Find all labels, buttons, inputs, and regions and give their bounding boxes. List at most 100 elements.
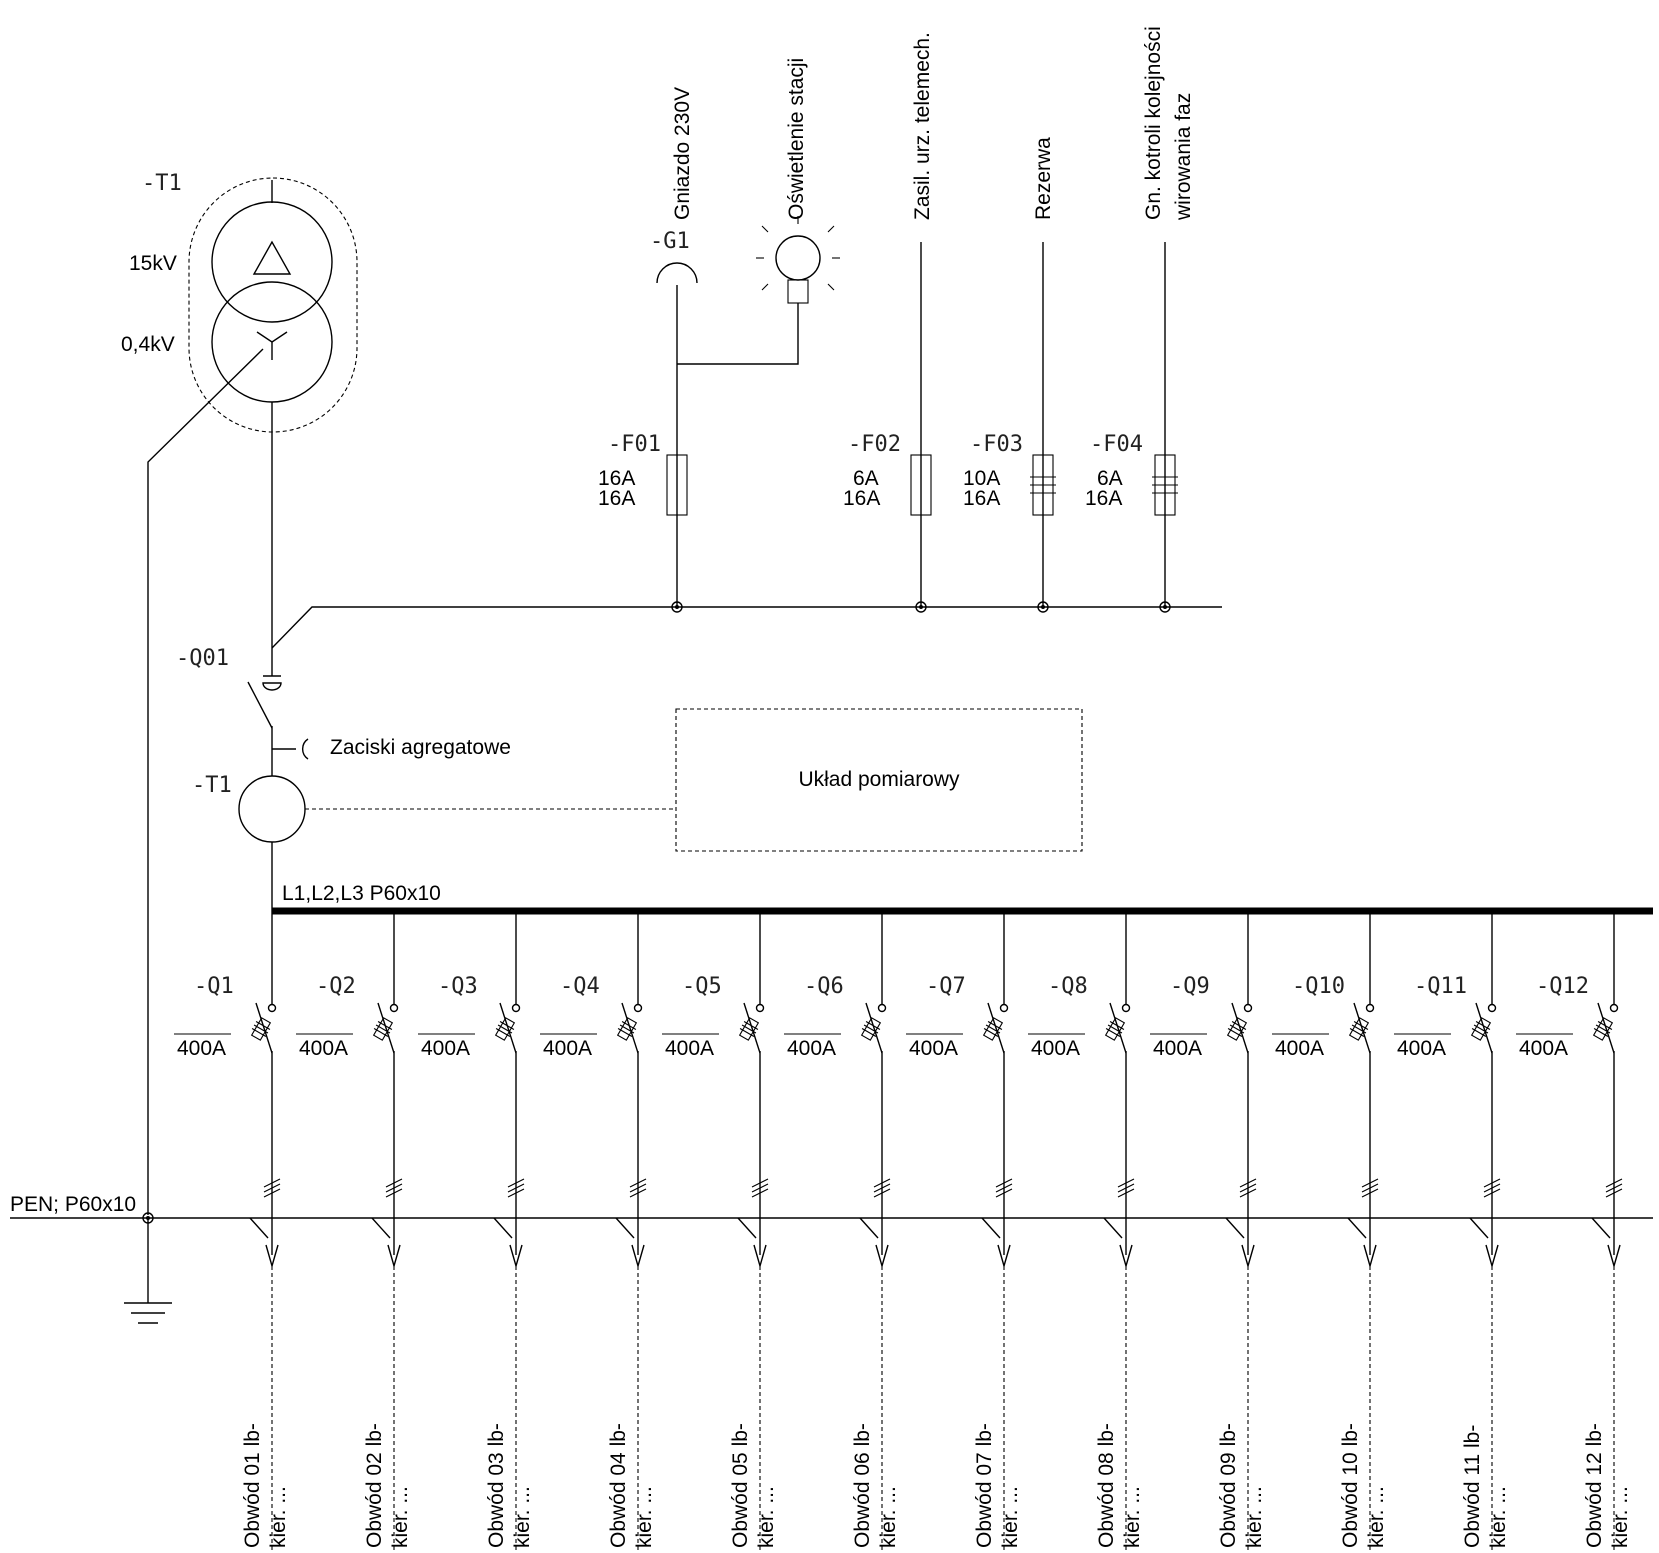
- feeder-rating: 400A: [1031, 1037, 1080, 1060]
- phase-socket-label-line1: Gn. kotroli kolejności: [1142, 26, 1165, 220]
- metering-unit-box: [675, 708, 1083, 852]
- switch-disconnector-blade: [621, 1002, 639, 1054]
- fuse-rating-2: 16A: [843, 487, 880, 510]
- fuse-code: -F03: [970, 432, 1023, 457]
- fuse-rating-1: 10A: [963, 467, 1000, 490]
- fuse-icon: [666, 454, 688, 516]
- fuse-switch-icon: [1226, 1017, 1248, 1041]
- phase-tick-2: [507, 1183, 525, 1193]
- feeder-direction-label: kier. ...: [1365, 1486, 1388, 1548]
- fuse-code: -F01: [608, 432, 661, 457]
- fuse-rating-2: 16A: [1085, 487, 1122, 510]
- feeder-code: -Q6: [804, 974, 844, 999]
- feeder-circuit-label: Obwód 10 lb-: [1339, 1423, 1362, 1548]
- feeder-direction-label: kier. ...: [1487, 1486, 1510, 1548]
- feeder-rating: 400A: [1519, 1037, 1568, 1060]
- phase-tick-2: [1239, 1183, 1257, 1193]
- feeder-rating: 400A: [421, 1037, 470, 1060]
- feeder-circuit-label: Obwód 02 lb-: [363, 1423, 386, 1548]
- phase-tick-2: [1117, 1183, 1135, 1193]
- fuse-switch-icon: [1592, 1017, 1614, 1041]
- aux-circuit-f04: -F04 6A 16A: [1085, 242, 1178, 613]
- feeder-direction-label: kier. ...: [1609, 1486, 1632, 1548]
- feeder-code: -Q5: [682, 974, 722, 999]
- phase-tick-1: [1361, 1178, 1379, 1188]
- phase-tick-3: [751, 1188, 769, 1198]
- fuse-rating-1: 16A: [598, 467, 635, 490]
- pen-tap: [1225, 1217, 1245, 1239]
- fuse-rating-2: 16A: [598, 487, 635, 510]
- fuse-switch-icon: [738, 1017, 760, 1041]
- lighting-feed: [677, 303, 799, 365]
- phase-tick-1: [629, 1178, 647, 1188]
- feeder-rating: 400A: [1153, 1037, 1202, 1060]
- main-switch-section: -Q01 Zaciski agregatowe -T1 Układ pomiar…: [176, 646, 1083, 911]
- feeder-code: -Q11: [1414, 974, 1467, 999]
- feeder-code: -Q9: [1170, 974, 1210, 999]
- switch-contact-icon: [1609, 1003, 1619, 1013]
- phase-tick-3: [507, 1188, 525, 1198]
- phase-socket-label-line2: wirowania faz: [1172, 93, 1195, 221]
- feeder-circuit-label: Obwód 11 lb-: [1461, 1425, 1484, 1548]
- feeder-circuit-label: Obwód 04 lb-: [607, 1423, 630, 1548]
- switch-contact-icon: [633, 1003, 643, 1013]
- feeder-rating: 400A: [909, 1037, 958, 1060]
- socket-code: -G1: [650, 229, 690, 254]
- feeder-direction-label: kier. ...: [511, 1486, 534, 1548]
- switch-contact-icon: [999, 1003, 1009, 1013]
- pen-tap: [1103, 1217, 1123, 1239]
- main-switch-blade: [247, 681, 273, 729]
- fuse-switch-icon: [1348, 1017, 1370, 1041]
- phase-tick-3: [385, 1188, 403, 1198]
- switch-disconnector-blade: [499, 1002, 517, 1054]
- fuse-rating-1: 6A: [1097, 467, 1123, 490]
- transformer-hv-winding: [211, 201, 333, 323]
- phase-tick-2: [629, 1183, 647, 1193]
- phase-tick-1: [385, 1178, 403, 1188]
- phase-tick-3: [1361, 1188, 1379, 1198]
- main-switch-code: -Q01: [176, 646, 229, 671]
- feeder-code: -Q2: [316, 974, 356, 999]
- switch-contact-icon: [262, 682, 282, 691]
- phase-tick-3: [1239, 1188, 1257, 1198]
- delta-symbol-icon: [252, 240, 292, 275]
- switch-disconnector-blade: [1353, 1002, 1371, 1054]
- reserve-label: Rezerwa: [1032, 137, 1055, 220]
- fuse-switch-icon: [1470, 1017, 1492, 1041]
- phase-tick-1: [751, 1178, 769, 1188]
- pen-tap: [493, 1217, 513, 1239]
- phase-tick-2: [1605, 1183, 1623, 1193]
- phase-tick-3: [263, 1188, 281, 1198]
- feeder-direction-label: kier. ...: [877, 1486, 900, 1548]
- fuse-switch-icon: [1104, 1017, 1126, 1041]
- fuse-switch-icon: [494, 1017, 516, 1041]
- switch-contact-icon: [1487, 1003, 1497, 1013]
- feeder-circuit-label: Obwód 07 lb-: [973, 1423, 996, 1548]
- feeder-code: -Q8: [1048, 974, 1088, 999]
- pen-tap: [737, 1217, 757, 1239]
- switch-disconnector-blade: [1231, 1002, 1249, 1054]
- phase-tick-3: [873, 1188, 891, 1198]
- phase-tick-2: [995, 1183, 1013, 1193]
- feeder-code: -Q1: [194, 974, 234, 999]
- feeder-circuit-label: Obwód 03 lb-: [485, 1423, 508, 1548]
- switch-contact-icon: [267, 1003, 277, 1013]
- phase-tick-3: [1483, 1188, 1501, 1198]
- auxiliary-busbar: [271, 606, 1222, 649]
- phase-tick-2: [873, 1183, 891, 1193]
- aux-circuit-f01: -F01 16A 16A: [598, 285, 688, 613]
- phase-tick-2: [385, 1183, 403, 1193]
- pen-tap: [1591, 1217, 1611, 1239]
- switch-contact-icon: [755, 1003, 765, 1013]
- metering-unit-label: Układ pomiarowy: [798, 768, 960, 791]
- feeder-circuit-label: Obwód 05 lb-: [729, 1423, 752, 1548]
- phase-tick-3: [1605, 1188, 1623, 1198]
- phase-tick-2: [1361, 1183, 1379, 1193]
